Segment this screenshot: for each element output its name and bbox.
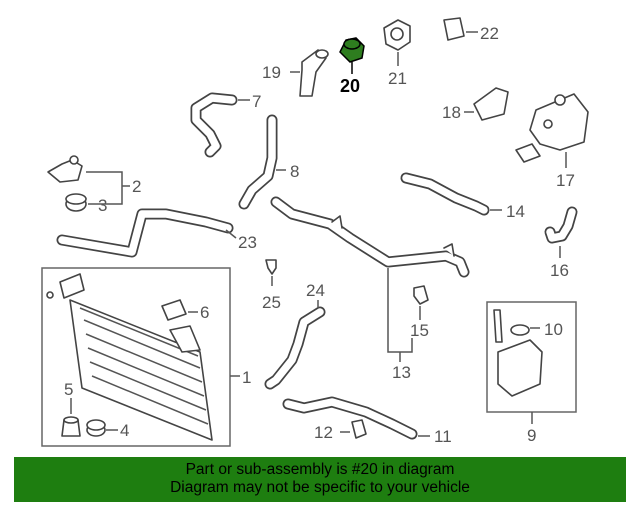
callout-10: 10 [544, 320, 563, 339]
callout-20[interactable]: 20 [340, 76, 360, 96]
banner-line-1: Part or sub-assembly is #20 in diagram [185, 461, 455, 478]
callout-7: 7 [252, 92, 261, 111]
callout-4: 4 [120, 421, 129, 440]
pipe-14[interactable] [400, 172, 490, 216]
radiator[interactable] [46, 273, 213, 441]
gasket-18[interactable] [473, 87, 509, 121]
part-20-cap[interactable] [339, 37, 365, 63]
callout-25: 25 [262, 293, 281, 312]
callout-12: 12 [314, 423, 333, 442]
callout-18: 18 [442, 103, 461, 122]
clip-15[interactable] [413, 285, 429, 305]
sensor-25[interactable] [265, 259, 277, 275]
thermostat-housing[interactable] [383, 19, 411, 51]
parts-diagram: 1 2 3 4 5 6 7 8 9 10 11 12 13 14 15 16 1… [41, 17, 589, 447]
callout-5: 5 [64, 380, 73, 399]
pipe-13[interactable] [270, 196, 470, 278]
callout-15: 15 [410, 321, 429, 340]
rubber-mount[interactable] [65, 193, 87, 212]
lower-mount-5[interactable] [61, 416, 81, 437]
callout-24: 24 [306, 281, 325, 300]
bracket-6[interactable] [161, 299, 187, 321]
clamp-12[interactable] [351, 419, 367, 439]
callout-17: 17 [556, 171, 575, 190]
lower-mount-4[interactable] [86, 419, 106, 437]
hose-11[interactable] [282, 396, 418, 440]
pipe-19[interactable] [299, 49, 329, 97]
callout-14: 14 [506, 202, 525, 221]
gasket-22[interactable] [443, 17, 465, 41]
radiator-group-box [41, 267, 231, 447]
callout-2: 2 [132, 177, 141, 196]
callout-8: 8 [290, 162, 299, 181]
bracket-mount[interactable] [47, 155, 83, 183]
notice-banner: Part or sub-assembly is #20 in diagram D… [14, 457, 626, 502]
callout-11: 11 [434, 427, 452, 446]
hose-24[interactable] [264, 306, 326, 390]
reservoir-cap[interactable] [510, 324, 530, 336]
callout-23: 23 [238, 233, 257, 252]
callout-6: 6 [200, 303, 209, 322]
callout-9: 9 [527, 426, 536, 445]
water-outlet-housing[interactable] [515, 93, 589, 163]
banner-line-2: Diagram may not be specific to your vehi… [170, 479, 470, 496]
callout-1: 1 [242, 368, 251, 387]
callout-16: 16 [550, 261, 569, 280]
hose-8[interactable] [238, 114, 278, 210]
hose-16[interactable] [544, 206, 578, 244]
callout-13: 13 [392, 363, 411, 382]
callout-3: 3 [98, 196, 107, 215]
callout-19: 19 [262, 63, 281, 82]
callout-21: 21 [388, 69, 407, 88]
pipe-23[interactable] [56, 208, 234, 258]
coolant-reservoir[interactable] [493, 309, 543, 397]
callout-22: 22 [480, 24, 499, 43]
hose-7[interactable] [190, 92, 238, 158]
